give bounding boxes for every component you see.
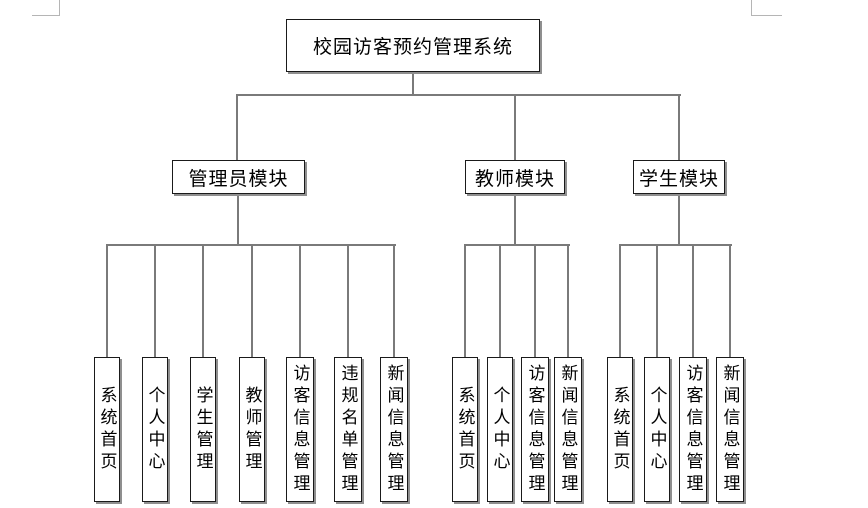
leaf-label: 学生管理 (193, 385, 213, 474)
connector-teacher-riser (514, 194, 516, 245)
connector-student-bus (619, 244, 732, 246)
crop-mark-left-vertical (59, 0, 60, 16)
leaf-label: 个人中心 (145, 385, 165, 474)
leaf-label: 新闻信息管理 (558, 363, 578, 496)
node-root: 校园访客预约管理系统 (286, 19, 540, 72)
teacher-leaf-personal-center: 个人中心 (487, 357, 513, 502)
admin-leaf-violation-list-mgmt: 违规名单管理 (334, 357, 362, 502)
connector-admin-leaf-drop (299, 245, 301, 357)
node-teacher-module-label: 教师模块 (474, 168, 555, 190)
leaf-label: 教师管理 (242, 385, 262, 474)
node-teacher-module: 教师模块 (465, 160, 565, 194)
connector-drop-admin (236, 95, 238, 160)
connector-admin-leaf-drop (393, 245, 395, 357)
leaf-label: 系统首页 (610, 385, 630, 474)
admin-leaf-personal-center: 个人中心 (142, 357, 168, 502)
leaf-label: 访客信息管理 (290, 363, 310, 496)
connector-student-leaf-drop (729, 245, 731, 357)
connector-student-riser (678, 194, 680, 245)
connector-teacher-leaf-drop (464, 245, 466, 357)
connector-teacher-bus (464, 244, 570, 246)
teacher-leaf-visitor-info-mgmt: 访客信息管理 (521, 357, 549, 502)
connector-admin-leaf-drop (251, 245, 253, 357)
leaf-label: 新闻信息管理 (720, 363, 740, 496)
admin-leaf-student-mgmt: 学生管理 (190, 357, 216, 502)
student-leaf-system-home: 系统首页 (607, 357, 633, 502)
connector-admin-riser (237, 194, 239, 245)
leaf-label: 个人中心 (647, 385, 667, 474)
leaf-label: 系统首页 (97, 385, 117, 474)
connector-teacher-leaf-drop (534, 245, 536, 357)
crop-mark-left-horizontal (32, 15, 60, 16)
leaf-label: 系统首页 (455, 385, 475, 474)
connector-root-riser (412, 72, 414, 95)
student-leaf-visitor-info-mgmt: 访客信息管理 (679, 357, 707, 502)
leaf-label: 个人中心 (490, 385, 510, 474)
connector-admin-leaf-drop (347, 245, 349, 357)
connector-admin-leaf-drop (202, 245, 204, 357)
node-student-module-label: 学生模块 (638, 168, 719, 190)
node-admin-module: 管理员模块 (172, 160, 305, 194)
admin-leaf-visitor-info-mgmt: 访客信息管理 (286, 357, 314, 502)
connector-level1-bus (236, 94, 681, 96)
connector-admin-leaf-drop (154, 245, 156, 357)
node-student-module: 学生模块 (633, 160, 725, 194)
admin-leaf-teacher-mgmt: 教师管理 (239, 357, 265, 502)
connector-student-leaf-drop (692, 245, 694, 357)
connector-teacher-leaf-drop (567, 245, 569, 357)
admin-leaf-news-info-mgmt: 新闻信息管理 (380, 357, 408, 502)
node-root-label: 校园访客预约管理系统 (312, 37, 513, 58)
student-leaf-personal-center: 个人中心 (644, 357, 670, 502)
crop-mark-right-vertical (751, 0, 752, 16)
crop-mark-right-horizontal (751, 15, 782, 16)
leaf-label: 新闻信息管理 (384, 363, 404, 496)
leaf-label: 违规名单管理 (338, 363, 358, 496)
connector-admin-leaf-drop (106, 245, 108, 357)
leaf-label: 访客信息管理 (525, 363, 545, 496)
leaf-label: 访客信息管理 (683, 363, 703, 496)
connector-drop-teacher (514, 95, 516, 160)
connector-student-leaf-drop (619, 245, 621, 357)
connector-drop-student (678, 95, 680, 160)
admin-leaf-system-home: 系统首页 (94, 357, 120, 502)
student-leaf-news-info-mgmt: 新闻信息管理 (716, 357, 744, 502)
connector-teacher-leaf-drop (499, 245, 501, 357)
node-admin-module-label: 管理员模块 (188, 168, 289, 190)
connector-student-leaf-drop (656, 245, 658, 357)
teacher-leaf-news-info-mgmt: 新闻信息管理 (554, 357, 582, 502)
teacher-leaf-system-home: 系统首页 (452, 357, 478, 502)
